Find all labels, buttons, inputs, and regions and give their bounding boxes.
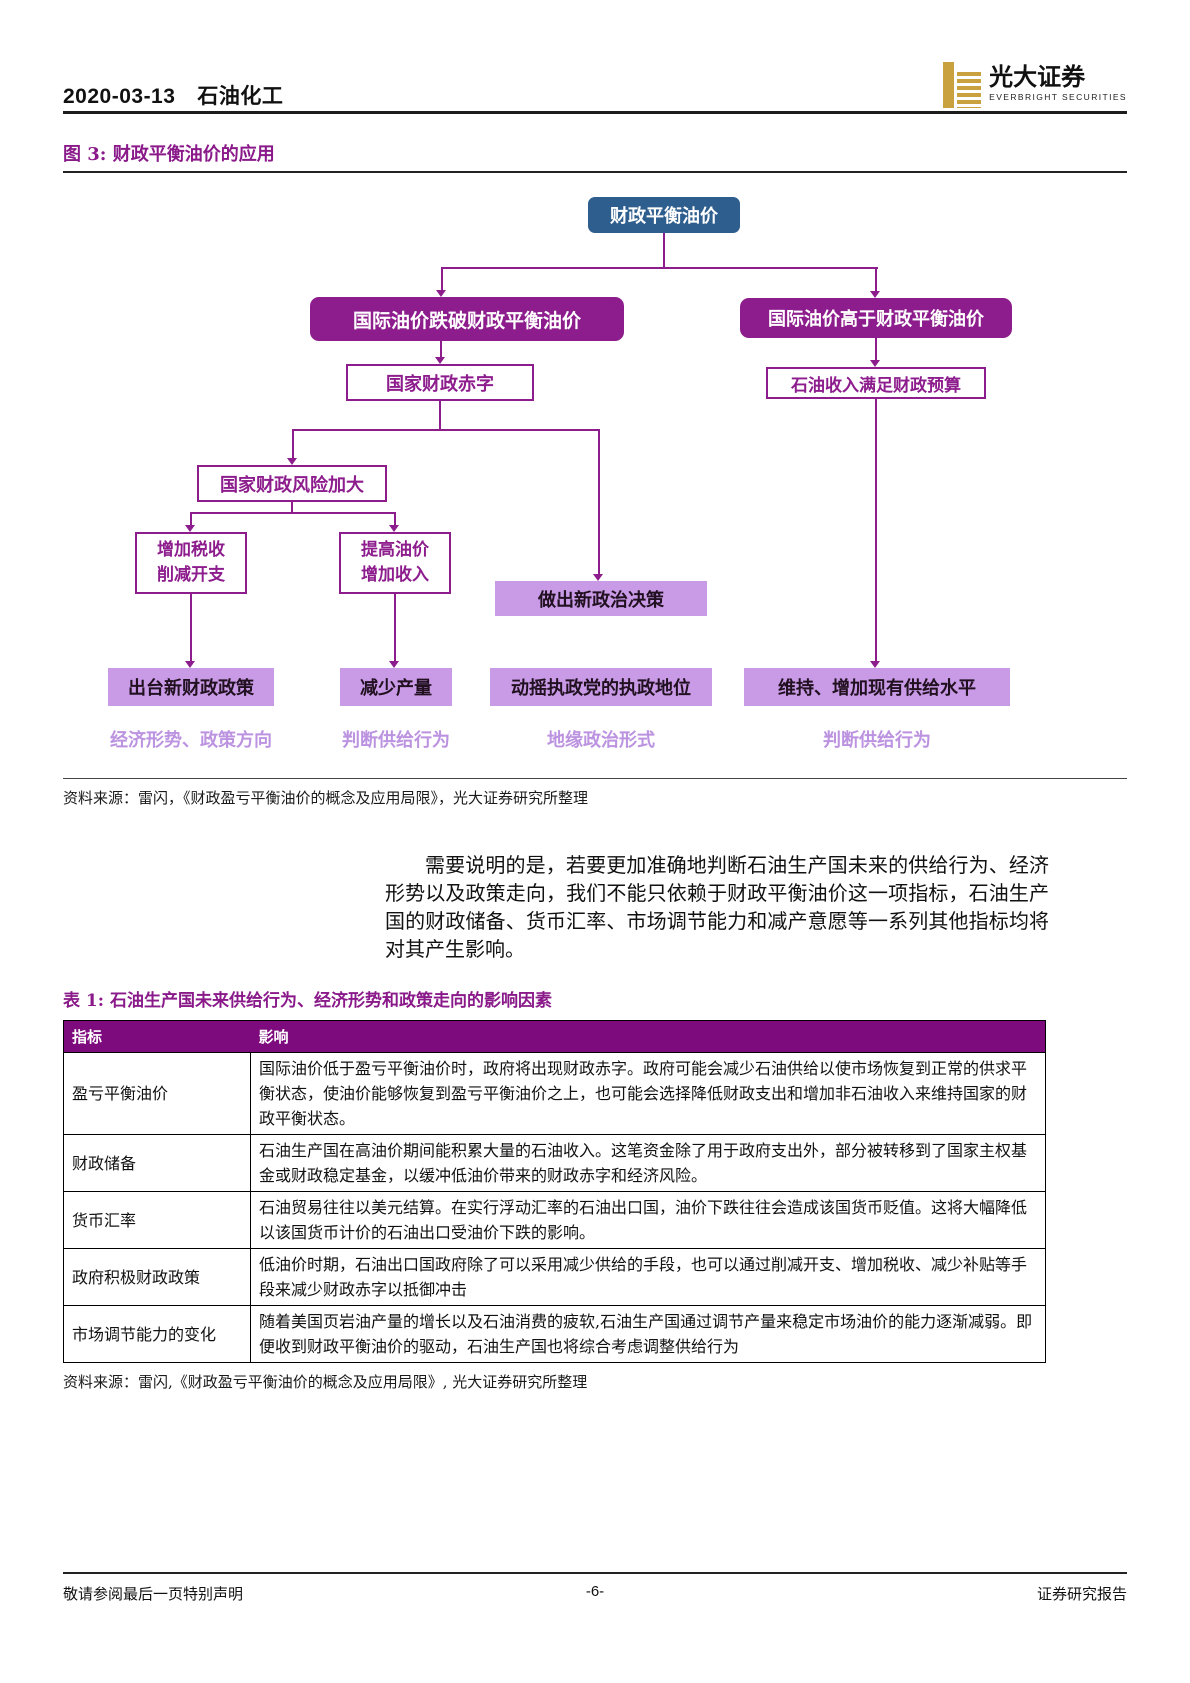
impact-cell: 低油价时期，石油出口国政府除了可以采用减少供给的手段，也可以通过削减开支、增加税… [250,1248,1046,1306]
report-sector: 石油化工 [197,85,284,108]
report-date: 2020-03-13 [63,85,176,108]
label-judge-supply-1: 判断供给行为 [342,730,450,751]
table-row: 货币汇率 石油贸易往往以美元结算。在实行浮动汇率的石油出口国，油价下跌往往会造成… [63,1191,1046,1249]
table-source: 资料来源：雷闪,《财政盈亏平衡油价的概念及应用局限》, 光大证券研究所整理 [63,1373,588,1391]
connector-line [394,512,396,526]
logo-stripes-shape [957,72,982,108]
connector-line [292,429,294,458]
connector-line [439,401,441,430]
figure-source: 资料来源：雷闪，《财政盈亏平衡油价的概念及应用局限》，光大证券研究所整理 [63,789,589,807]
arrowhead-down-icon [870,291,880,298]
footer-divider [63,1572,1127,1574]
column-header-impact: 影响 [250,1020,1046,1053]
label-geopolitics: 地缘政治形式 [547,730,655,751]
logo-subtitle: EVERBRIGHT SECURITIES [989,92,1127,102]
impact-cell: 石油贸易往往以美元结算。在实行浮动汇率的石油出口国，油价下跌往往会造成该国货币贬… [250,1191,1046,1249]
table-header-row: 指标 影响 [63,1020,1046,1053]
table-row: 盈亏平衡油价 国际油价低于盈亏平衡油价时，政府将出现财政赤字。政府可能会减少石油… [63,1052,1046,1135]
arrowhead-down-icon [435,357,445,364]
connector-line [291,502,293,513]
indicator-cell: 财政储备 [63,1134,251,1192]
footer-disclaimer: 敬请参阅最后一页特别声明 [63,1586,244,1603]
node-new-fiscal-policy: 出台新财政政策 [108,668,274,706]
impact-cell: 随着美国页岩油产量的增长以及石油消费的疲软,石油生产国通过调节产量来稳定市场油价… [250,1305,1046,1363]
node-fiscal-deficit: 国家财政赤字 [346,364,534,401]
table-row: 财政储备 石油生产国在高油价期间能积累大量的石油收入。这笔资金除了用于政府支出外… [63,1134,1046,1192]
arrowhead-down-icon [870,661,880,668]
arrowhead-down-icon [185,661,195,668]
figure-source-divider [63,778,1127,779]
label-judge-supply-2: 判断供给行为 [823,730,931,751]
node-raise-price-income: 提高油价 增加收入 [339,532,451,594]
logo-bar-shape [943,62,955,108]
impact-factors-table: 指标 影响 盈亏平衡油价 国际油价低于盈亏平衡油价时，政府将出现财政赤字。政府可… [63,1020,1046,1363]
table-title: 表 1: 石油生产国未来供给行为、经济形势和政策走向的影响因素 [63,991,552,1011]
arrowhead-down-icon [389,525,399,532]
arrowhead-down-icon [185,525,195,532]
impact-cell: 石油生产国在高油价期间能积累大量的石油收入。这笔资金除了用于政府支出外，部分被转… [250,1134,1046,1192]
connector-line [663,233,665,269]
connector-line [190,594,192,662]
connector-line [441,267,443,290]
node-raise-tax-cut-spending: 增加税收 削减开支 [135,532,247,594]
report-header: 2020-03-13 石油化工 [63,80,305,110]
body-paragraph: 需要说明的是，若要更加准确地判断石油生产国未来的供给行为、经济形势以及政策走向，… [385,853,1049,961]
node-shake-ruling-party: 动摇执政党的执政地位 [490,668,712,706]
indicator-cell: 政府积极财政政策 [63,1248,251,1306]
impact-cell: 国际油价低于盈亏平衡油价时，政府将出现财政赤字。政府可能会减少石油供给以使市场恢… [250,1052,1046,1135]
node-price-above-breakeven: 国际油价高于财政平衡油价 [740,298,1012,338]
connector-line [190,512,396,514]
indicator-cell: 盈亏平衡油价 [63,1052,251,1135]
indicator-cell: 市场调节能力的变化 [63,1305,251,1363]
page-number: -6- [585,1583,605,1600]
header-divider [63,111,1127,114]
connector-line [875,399,877,662]
footer-report-type: 证券研究报告 [1036,1586,1127,1603]
logo-text: 光大证券 EVERBRIGHT SECURITIES [989,62,1127,102]
label-economy-policy: 经济形势、政策方向 [110,730,272,751]
logo-name: 光大证券 [989,62,1086,91]
arrowhead-down-icon [870,360,880,367]
everbright-logo-icon [943,62,982,108]
node-fiscal-risk-up: 国家财政风险加大 [197,465,387,502]
node-budget-satisfied: 石油收入满足财政预算 [766,367,986,399]
connector-line [190,512,192,526]
figure-title-divider [63,171,1127,173]
node-maintain-increase-supply: 维持、增加现有供给水平 [744,668,1010,706]
node-new-political-decision: 做出新政治决策 [495,581,707,616]
connector-line [440,341,442,357]
table-row: 市场调节能力的变化 随着美国页岩油产量的增长以及石油消费的疲软,石油生产国通过调… [63,1305,1046,1363]
connector-line [292,429,600,431]
column-header-indicator: 指标 [63,1020,251,1053]
arrowhead-down-icon [436,290,446,297]
connector-line [442,267,878,269]
node-fiscal-breakeven-price: 财政平衡油价 [588,197,740,233]
node-price-below-breakeven: 国际油价跌破财政平衡油价 [310,297,624,341]
brand-logo: 光大证券 EVERBRIGHT SECURITIES [943,62,1127,108]
arrowhead-down-icon [389,661,399,668]
indicator-cell: 货币汇率 [63,1191,251,1249]
figure-title: 图 3: 财政平衡油价的应用 [63,144,275,165]
connector-line [875,267,877,291]
table-section: 表 1: 石油生产国未来供给行为、经济形势和政策走向的影响因素 指标 影响 盈亏… [63,986,1046,1392]
connector-line [394,594,396,662]
connector-line [875,338,877,360]
node-cut-output: 减少产量 [340,668,452,706]
table-row: 政府积极财政政策 低油价时期，石油出口国政府除了可以采用减少供给的手段，也可以通… [63,1248,1046,1306]
arrowhead-down-icon [593,574,603,581]
connector-line [598,429,600,574]
arrowhead-down-icon [287,458,297,465]
